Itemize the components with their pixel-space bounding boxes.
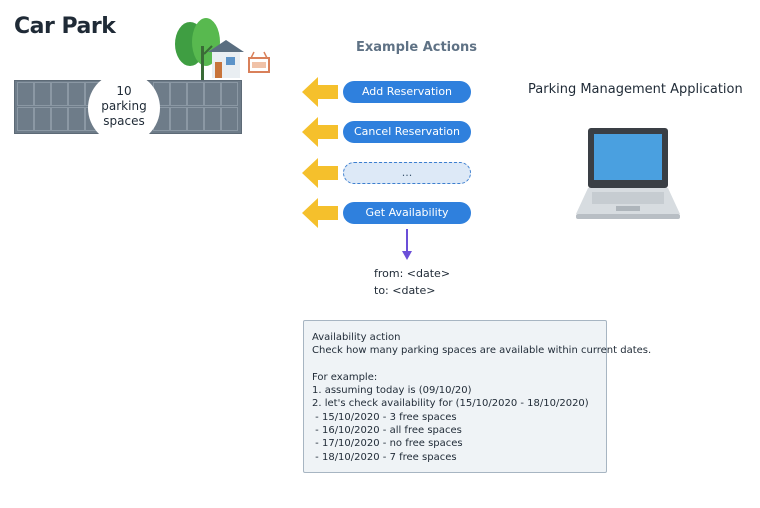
info-line: - 17/10/2020 - no free spaces <box>312 438 463 450</box>
info-line <box>312 358 598 371</box>
info-line: - 18/10/2020 - 7 free spaces <box>312 451 457 463</box>
left-arrow-icon <box>302 77 338 107</box>
actions-heading: Example Actions <box>356 40 478 55</box>
house-icon <box>208 40 244 78</box>
left-arrow-icon <box>302 117 338 147</box>
parking-label-line1: parking <box>101 99 147 113</box>
app-title: Parking Management Application <box>528 82 743 97</box>
info-line: 1. assuming today is (09/10/20) <box>312 385 472 397</box>
cancel-reservation-button[interactable]: Cancel Reservation <box>343 121 471 143</box>
tree-house-icon <box>175 18 270 80</box>
info-line: - 15/10/2020 - 3 free spaces <box>312 411 457 423</box>
sign-icon <box>248 51 270 73</box>
left-arrow-icon <box>302 198 338 228</box>
page-title: Car Park <box>14 14 116 39</box>
availability-info-box: Availability action Check how many parki… <box>303 320 652 473</box>
get-availability-button[interactable]: Get Availability <box>343 202 471 224</box>
parking-count: 10 <box>116 84 132 98</box>
param-to: to: <date> <box>374 284 436 297</box>
parking-count-bubble: 10 parking spaces <box>90 74 158 142</box>
info-line: 2. let's check availability for (15/10/2… <box>312 398 589 410</box>
more-actions-placeholder[interactable]: ... <box>343 162 471 184</box>
param-from: from: <date> <box>374 267 451 280</box>
down-arrow-icon <box>402 229 412 260</box>
left-arrow-icon <box>302 158 338 188</box>
info-line: Check how many parking spaces are availa… <box>312 345 652 357</box>
info-line: - 16/10/2020 - all free spaces <box>312 425 462 437</box>
info-line: For example: <box>312 371 378 383</box>
info-line: Availability action <box>312 332 401 343</box>
add-reservation-button[interactable]: Add Reservation <box>343 81 471 103</box>
laptop-icon <box>576 128 680 219</box>
parking-label-line2: spaces <box>103 114 145 128</box>
